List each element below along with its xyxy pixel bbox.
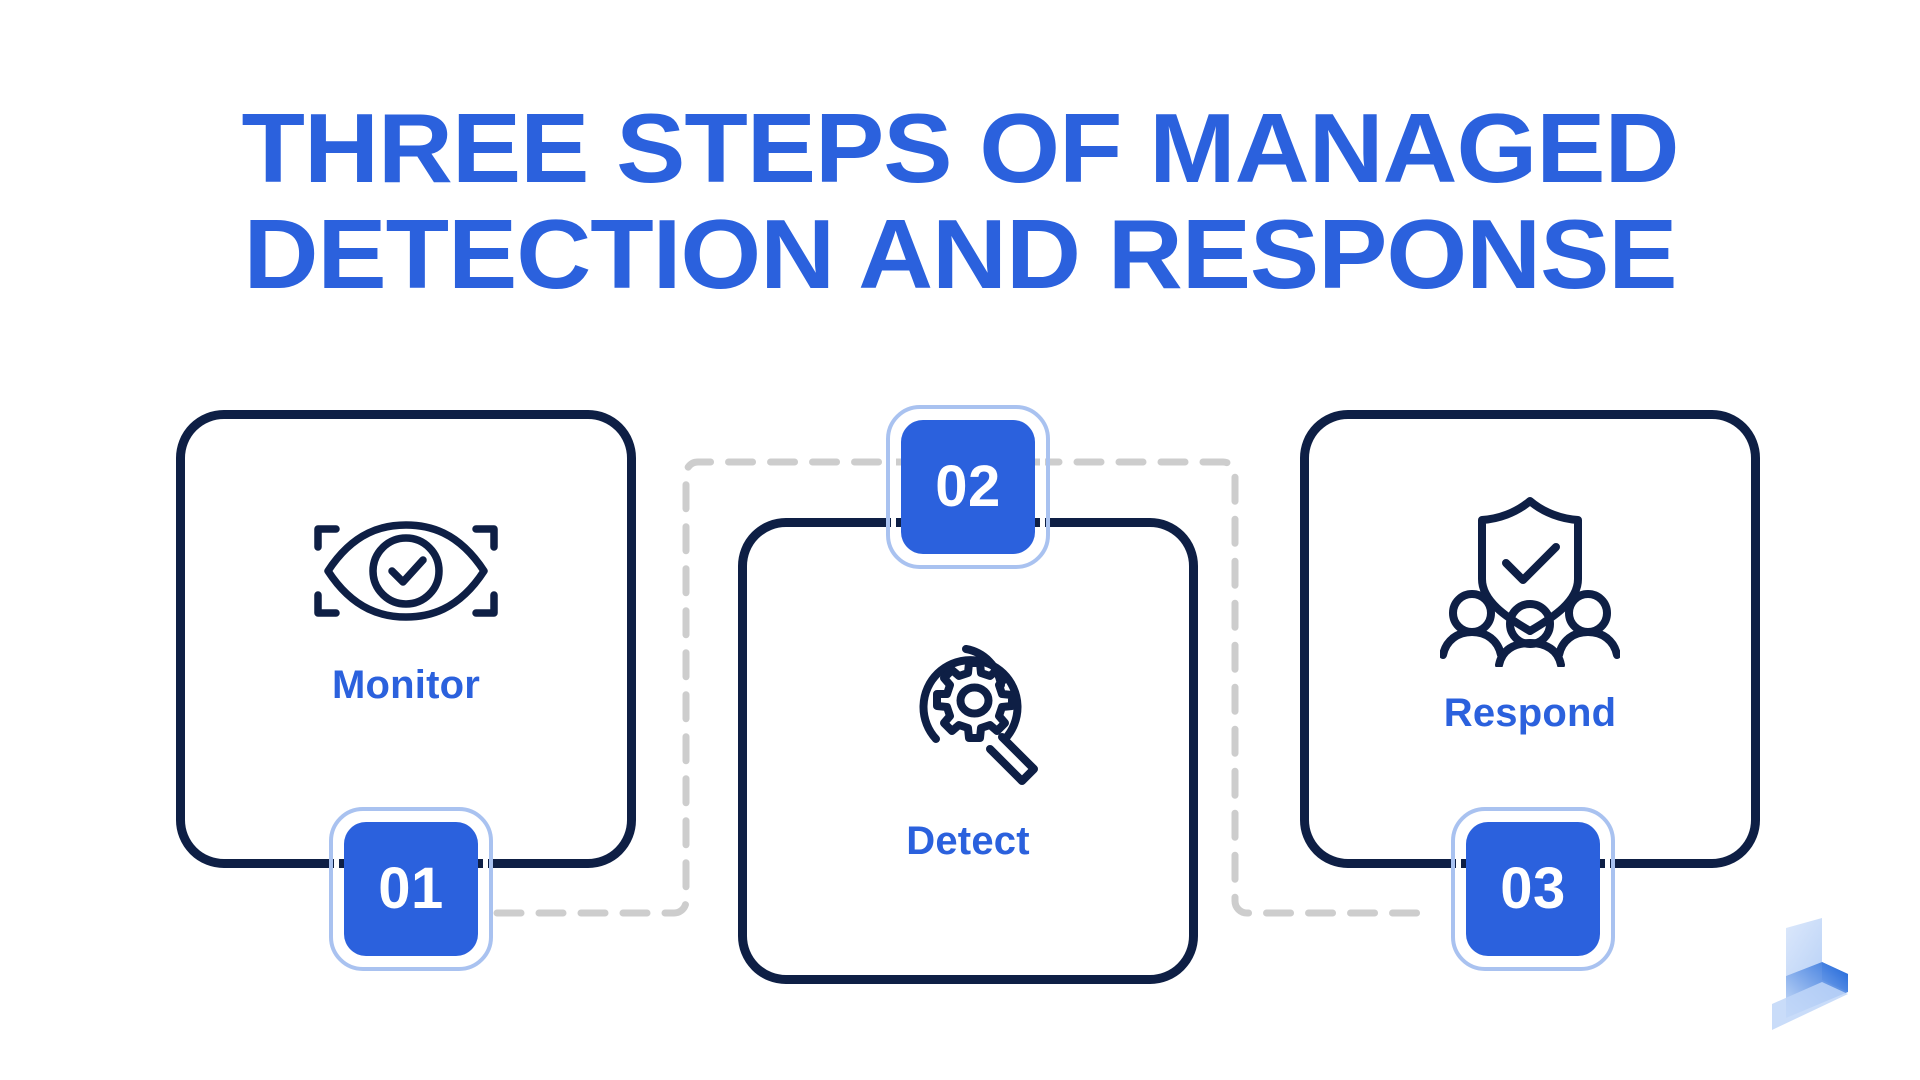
step-number-badge-02-text: 02	[935, 454, 1001, 519]
connector-left-bracket	[493, 458, 905, 917]
connector-right-bracket	[1031, 458, 1438, 917]
step-number-badge-02[interactable]: 02	[886, 405, 1050, 569]
step-number-badge-01[interactable]: 01	[329, 807, 493, 971]
step-card-respond[interactable]: Respond	[1300, 410, 1760, 868]
step-card-monitor-content: Monitor	[185, 503, 627, 705]
eye-scan-check-icon	[314, 521, 498, 621]
step-number-badge-01-text: 01	[378, 856, 444, 921]
step-card-detect[interactable]: Detect	[738, 518, 1198, 984]
shield-check-people-icon	[1440, 497, 1620, 667]
magnifier-gear-icon	[919, 645, 1038, 785]
isometric-l-logo	[1772, 918, 1848, 1030]
step-card-respond-content: Respond	[1309, 491, 1751, 733]
step-card-monitor[interactable]: Monitor	[176, 410, 636, 868]
step-card-detect-label: Detect	[906, 819, 1030, 863]
step-card-respond-label: Respond	[1443, 691, 1617, 735]
step-card-monitor-label: Monitor	[331, 663, 481, 707]
step-card-detect-content: Detect	[747, 623, 1189, 861]
step-number-badge-03[interactable]: 03	[1451, 807, 1615, 971]
step-number-badge-03-text: 03	[1500, 856, 1566, 921]
